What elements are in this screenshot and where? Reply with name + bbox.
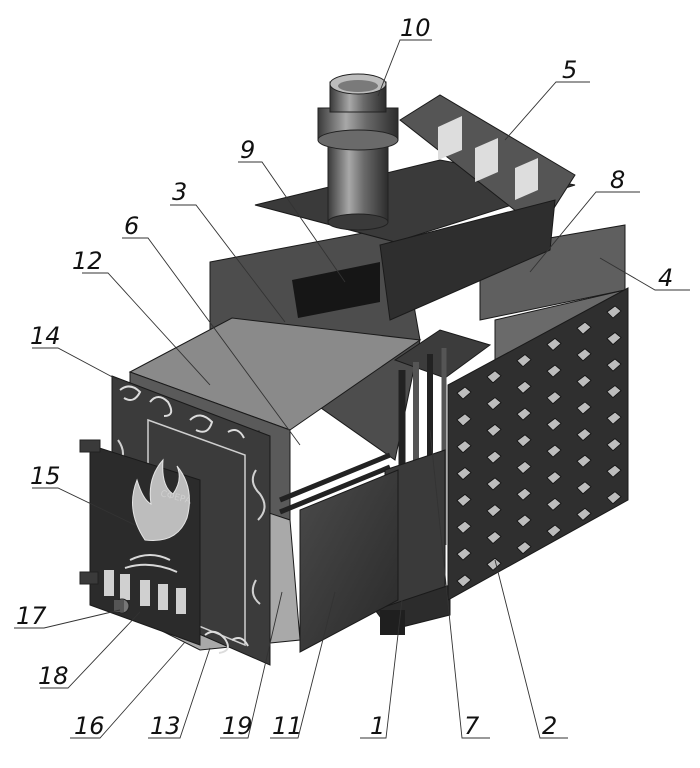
callout-12: 12 — [72, 247, 103, 275]
panel-stud — [456, 520, 472, 534]
chimney-pipe — [317, 73, 399, 231]
panel-stud — [576, 481, 592, 495]
callout-19: 19 — [222, 712, 253, 740]
panel-stud — [606, 411, 622, 425]
panel-stud — [576, 321, 592, 335]
callout-17: 17 — [16, 602, 47, 630]
panel-stud — [546, 391, 562, 405]
panel-stud — [516, 434, 532, 448]
panel-stud — [606, 332, 622, 346]
panel-stud — [546, 497, 562, 511]
panel-stud — [516, 514, 532, 528]
panel-stud — [546, 364, 562, 378]
callout-16: 16 — [74, 712, 105, 740]
callout-11: 11 — [272, 712, 303, 740]
panel-stud — [546, 337, 562, 351]
panel-stud — [576, 348, 592, 362]
panel-stud — [486, 397, 502, 411]
callout-5: 5 — [562, 56, 577, 84]
panel-stud — [516, 487, 532, 501]
panel-studs — [456, 305, 622, 588]
callout-8: 8 — [610, 166, 625, 194]
callout-18: 18 — [38, 662, 69, 690]
panel-stud — [486, 477, 502, 491]
panel-stud — [456, 413, 472, 427]
panel-stud — [606, 438, 622, 452]
panel-stud — [486, 450, 502, 464]
panel-stud — [546, 417, 562, 431]
panel-stud — [606, 491, 622, 505]
panel-stud — [456, 386, 472, 400]
callout-13: 13 — [150, 712, 181, 740]
panel-stud — [576, 401, 592, 415]
panel-stud — [546, 444, 562, 458]
panel-stud — [576, 374, 592, 388]
panel-stud — [606, 358, 622, 372]
panel-stud — [456, 467, 472, 481]
panel-stud — [516, 541, 532, 555]
panel-stud — [486, 530, 502, 545]
panel-stud — [576, 428, 592, 442]
leader-lines — [14, 39, 690, 739]
panel-stud — [486, 423, 502, 437]
callout-7: 7 — [464, 712, 480, 740]
panel-stud — [456, 493, 472, 507]
firebox-door: СФЕРА — [79, 439, 201, 646]
panel-stud — [606, 464, 622, 478]
callout-6: 6 — [124, 212, 139, 240]
callout-1: 1 — [370, 712, 385, 740]
panel-stud — [456, 547, 472, 561]
callout-10: 10 — [400, 14, 431, 42]
panel-stud — [486, 370, 502, 384]
callout-4: 4 — [658, 264, 673, 292]
panel-stud — [486, 504, 502, 518]
panel-stud — [546, 471, 562, 485]
panel-stud — [486, 557, 502, 571]
callout-2: 2 — [542, 712, 557, 740]
panel-stud — [456, 574, 472, 588]
panel-stud — [606, 385, 622, 399]
panel-stud — [576, 507, 592, 521]
callout-3: 3 — [172, 178, 187, 206]
callout-9: 9 — [240, 136, 255, 164]
panel-stud — [606, 305, 622, 319]
callout-15: 15 — [30, 462, 61, 490]
panel-stud — [516, 380, 532, 394]
panel-stud — [576, 454, 592, 468]
callout-labels: 10 5 9 8 4 3 6 12 14 15 17 18 16 13 19 1… — [16, 14, 673, 740]
callout-14: 14 — [30, 322, 61, 350]
panel-stud — [456, 440, 472, 454]
side-perforated-panel — [447, 287, 629, 601]
panel-stud — [516, 407, 532, 421]
top-assembly — [254, 73, 576, 321]
panel-stud — [516, 354, 532, 368]
panel-stud — [546, 524, 562, 538]
panel-stud — [516, 460, 532, 475]
